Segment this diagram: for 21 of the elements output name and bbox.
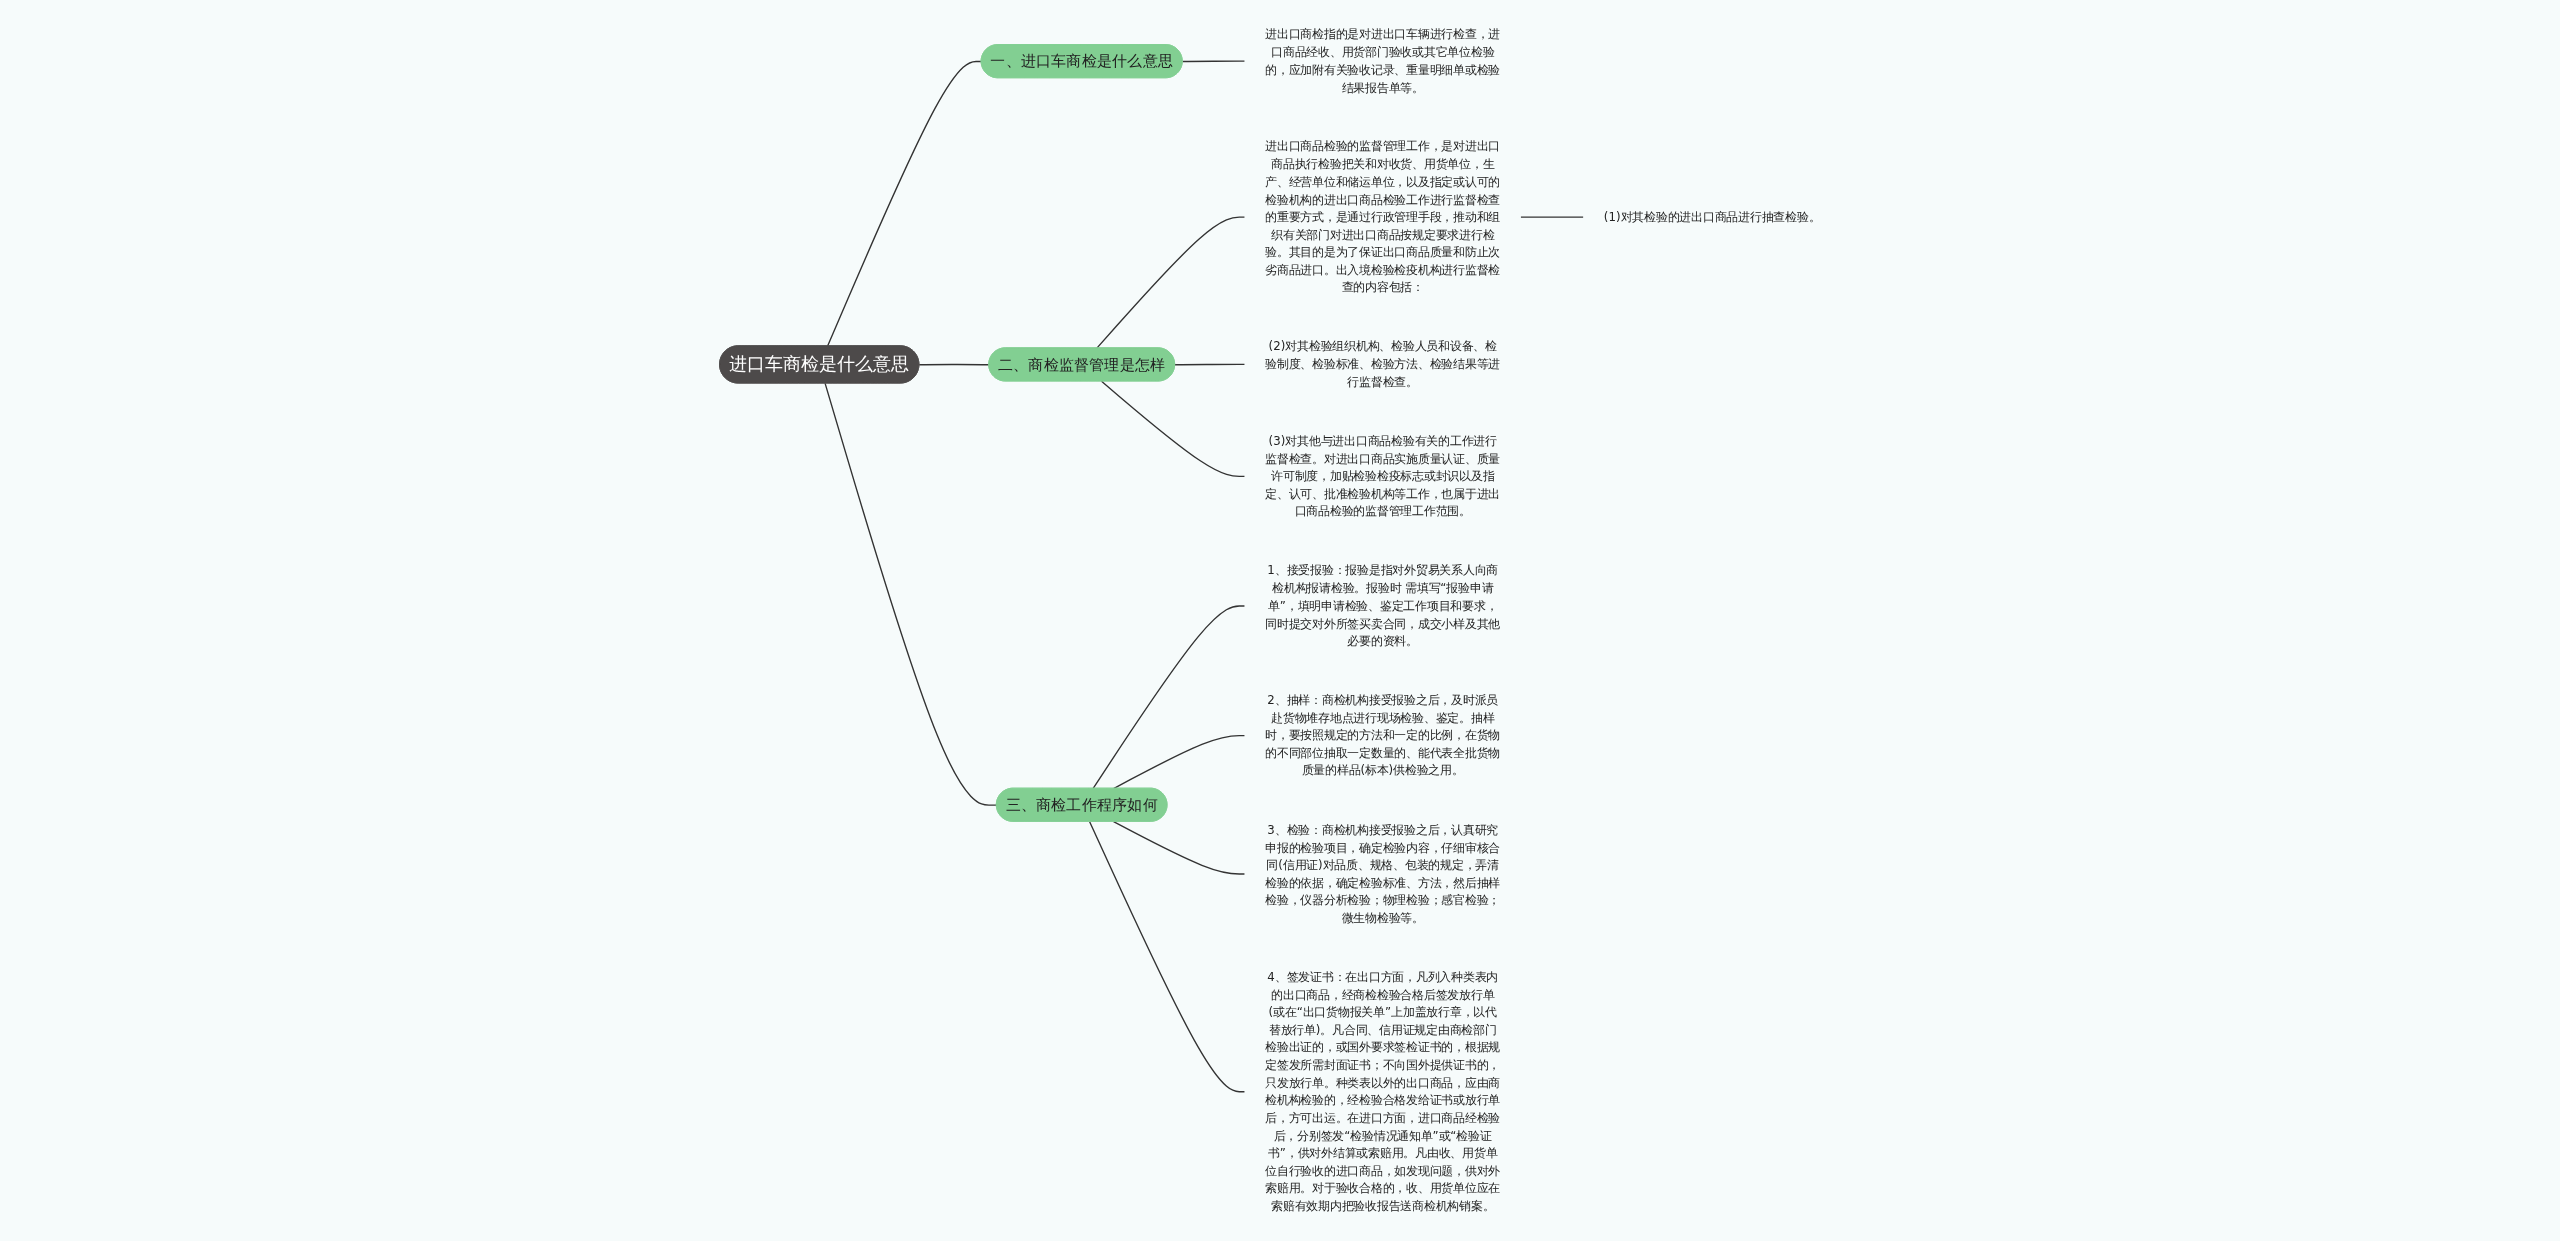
node-text: 2、抽样：商检机构接受报验之后，及时派员赴货物堆存地点进行现场检验、鉴定。抽样时，要按照规定的方法和一定的比例，在货物的不同部位抽取一定数量的、能代表全批货物质量的样品(标本)供检验之用。 [1264,692,1500,778]
connector [1112,734,1245,790]
connector [1100,380,1245,478]
connector [918,363,990,366]
node-text: 1、接受报验：报验是指对外贸易关系人向商检机构报请检验。报验时 需填写“报验申请单”，填明申请检验、鉴定工作项目和要求，同时提交对外所签买卖合同，成交小样及其他必要的资料。 [1264,563,1500,648]
connector [824,382,998,806]
connector [1181,60,1245,63]
connector [1519,216,1584,218]
node-text: 进出口商检指的是对进出口车辆进行检查，进口商品经收、用货部门验收或其它单位检验的，应加附有关验收记录、重量明细单或检验结果报告单等。 [1264,27,1500,94]
connector [1112,821,1245,875]
node-text: 3、检验：商检机构接受报验之后，认真研究申报的检验项目，确定检验内容，仔细审核合同(信用证)对品质、规格、包装的规定，弄清检验的依据，确定检验标准、方法，然后抽样检验，仪器分析检验；物理检验；感官检验；微生物检验等。 [1264,822,1500,925]
node-text: (2)对其检验组织机构、检验人员和设备、检验制度、检验标准、检验方法、检验结果等进行监督检查。 [1264,339,1500,389]
node-text: (3)对其他与进出口商品检验有关的工作进行监督检查。对进出口商品实施质量认证、质量许可制度，加贴检验检疫标志或封识以及指定、认可、批准检验机构等工作，也属于进出口商品检验的监督管理工作范围。 [1264,433,1500,519]
node-text: 4、签发证书：在出口方面，凡列入种类表内的出口商品，经商检检验合格后签发放行单(或在“出口货物报关单”上加盖放行章，以代替放行单)。凡合同、信用证规定由商检部门检验出证的，或国外要求签检证书的，根据规定签发所需封面证书；不向国外提供证书的，只发放行单。种类表以外的出口商品，应由商检机构检验的，经检验合格发给证书或放行单后，方可出运。在进口方面，进口商品经检验后，分别签发“检验情况通知单”或“检验证书”，供对外结算或索赔用。凡由收、用货单位自行验收的进口商品，如发现问题，供对外索赔用。对于验收合格的，收、用货单位应在索赔有效期内把验收报告送商检机构销案。 [1264,969,1500,1213]
connector [1095,216,1245,349]
connector [1174,363,1245,366]
connector [826,60,982,347]
node-text: (1)对其检验的进出口商品进行抽查检验。 [1603,209,1820,224]
node-text: 进出口商品检验的监督管理工作，是对进出口商品执行检验把关和对收货、用货单位，生产、经营单位和储运单位，以及指定或认可的检验机构的进出口商品检验工作进行监督检查的重要方式，是通过行政管理手段，推动和组织有关部门对进出口商品按规定要求进行检验。其目的是为了保证出口商品质量和防止次劣商品进口。出入境检验检疫机构进行监督检查的内容包括： [1264,139,1500,295]
connector [1092,605,1245,790]
connector [1088,821,1245,1093]
